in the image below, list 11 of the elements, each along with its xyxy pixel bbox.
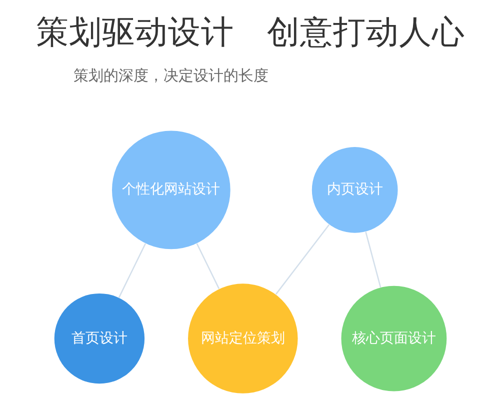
connector — [196, 243, 220, 290]
connector — [364, 232, 381, 288]
connector — [118, 243, 146, 298]
node-circle: 首页设计 — [54, 293, 144, 384]
label: 策划的深度，决定设计的长度 — [73, 66, 268, 85]
node-circle: 网站定位策划 — [188, 284, 298, 394]
node-circle: 个性化网站设计 — [111, 130, 230, 250]
connector — [274, 224, 330, 295]
node-circle: 核心页面设计 — [340, 286, 446, 392]
node-circle: 内页设计 — [311, 147, 398, 233]
diagram-title: 策划驱动设计 创意打动人心 — [36, 13, 464, 52]
